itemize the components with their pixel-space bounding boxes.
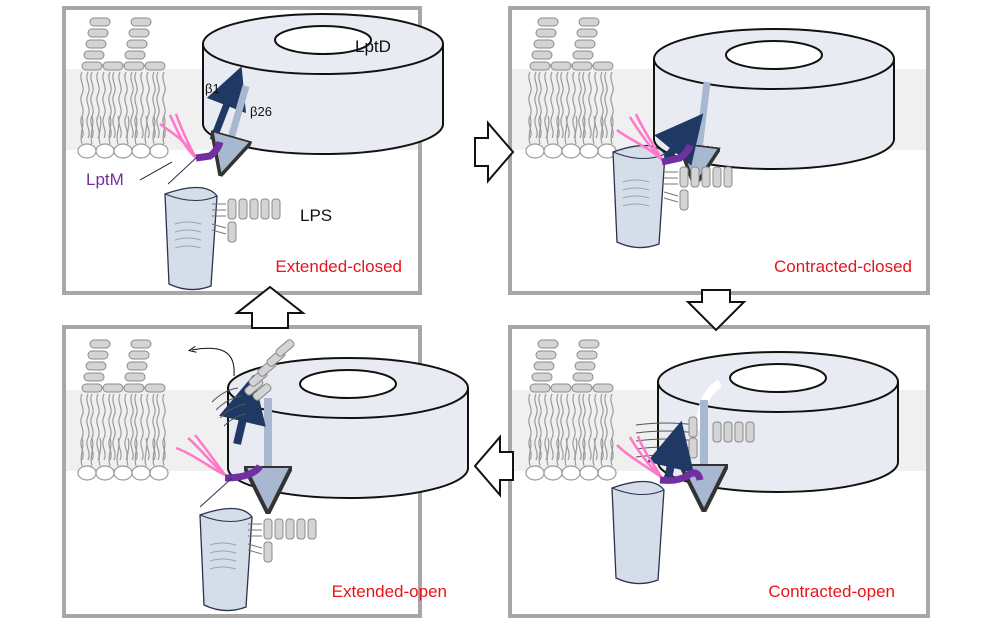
lps-label: LPS — [300, 206, 332, 225]
arrow-up-icon — [234, 285, 306, 329]
panel-contracted-open: Contracted-open — [508, 325, 930, 618]
lptd-barrel — [202, 13, 444, 155]
tether-line — [199, 477, 233, 508]
lptm-label: LptM — [86, 170, 124, 189]
beta1-strand — [219, 374, 266, 445]
panel-extended-closed: LptD β1 β26 LptM LPS Extended-closed — [62, 6, 444, 295]
lps-carrier — [164, 186, 218, 291]
lps-carrier — [611, 480, 665, 585]
beta1-strand — [654, 113, 704, 166]
beta1-label: β1 — [205, 81, 220, 96]
lptm-lipid-tails — [616, 113, 664, 161]
lptm-label-leader — [139, 161, 173, 181]
state-label: Extended-open — [332, 582, 447, 601]
lptd-label: LptD — [355, 37, 391, 56]
state-label: Contracted-closed — [774, 257, 912, 276]
lps-exit-arrow — [192, 348, 235, 377]
beta26-strand — [226, 85, 246, 156]
lptm-lipid-tails — [159, 113, 198, 159]
panel-contracted-closed: Contracted-closed — [508, 6, 930, 295]
lptm-protein — [224, 464, 264, 482]
beta26-label: β26 — [250, 104, 272, 119]
tether-line — [167, 157, 197, 185]
beta1-strand — [647, 420, 694, 483]
lptm-protein — [661, 143, 694, 166]
arrow-right-icon — [474, 120, 515, 184]
lptm-lipid-tails — [616, 435, 664, 479]
arrow-left-icon — [473, 434, 514, 498]
arrow-down-icon — [685, 289, 747, 332]
state-label: Contracted-open — [768, 582, 895, 601]
lptm-protein — [195, 141, 224, 162]
lptm-lipid-tails — [175, 434, 227, 477]
panel-extended-open: Extended-open — [62, 325, 469, 618]
lptm-protein — [659, 469, 704, 484]
lps-molecule — [211, 338, 296, 427]
lps-carrier — [199, 507, 253, 612]
state-label: Extended-closed — [275, 257, 402, 276]
lps-carrier — [612, 144, 666, 249]
